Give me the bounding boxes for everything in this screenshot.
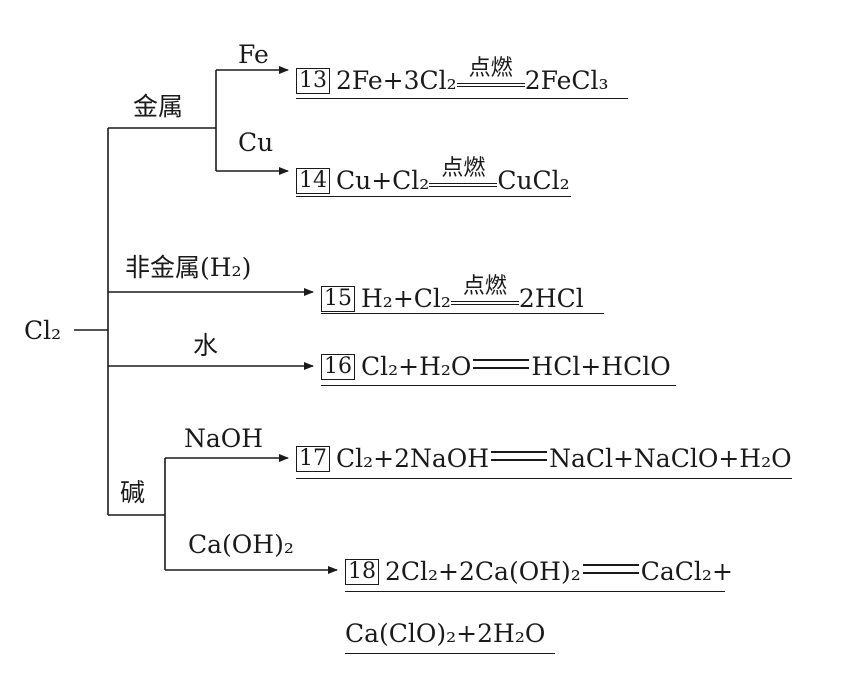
branch-label-nonmetal: 非金属(H₂) (125, 253, 252, 282)
sub-label-caoh2: Ca(OH)₂ (188, 530, 294, 559)
branch-label-water: 水 (193, 331, 219, 360)
branch-label-metal: 金属 (133, 92, 184, 121)
equation-reactants: Cl₂+2NaOH (336, 444, 490, 473)
equation-number-box: 17 (296, 446, 330, 472)
sub-label-cu: Cu (238, 128, 274, 157)
equation-number-box: 13 (296, 68, 330, 94)
answer-underline (296, 98, 628, 99)
answer-underline (296, 196, 571, 197)
equation-reactants: Cl₂+H₂O (361, 352, 472, 381)
branch-label-base: 碱 (120, 478, 146, 507)
equation-number-box: 18 (345, 559, 379, 585)
equation-products: HCl+HClO (531, 352, 671, 381)
equals-double-line (582, 564, 639, 574)
equation-products: 2FeCl₃ (524, 66, 609, 95)
equation-products: CaCl₂+ (640, 557, 733, 586)
equation-products: 2HCl (518, 284, 584, 313)
equation-18-continuation: Ca(ClO)₂+2H₂O (345, 619, 546, 648)
equation-number-box: 14 (296, 168, 330, 194)
equals-double-line (473, 359, 530, 369)
answer-underline (296, 478, 792, 479)
reaction-condition: 点燃 (450, 276, 519, 305)
equation-reactants: 2Cl₂+2Ca(OH)₂ (385, 557, 581, 586)
reaction-condition: 点燃 (456, 58, 525, 87)
sub-label-naoh: NaOH (184, 424, 264, 453)
answer-underline (321, 313, 604, 314)
equals-double-line (491, 451, 548, 461)
answer-underline (345, 653, 555, 654)
equation-reactants: 2Fe+3Cl₂ (336, 66, 457, 95)
reaction-condition: 点燃 (429, 158, 498, 187)
equation-products: NaCl+NaClO+H₂O (549, 444, 792, 473)
equation-number-box: 15 (321, 286, 355, 312)
equation-products: CuCl₂ (497, 166, 570, 195)
equation-reactants: H₂+Cl₂ (361, 284, 451, 313)
equation-number-box: 16 (321, 354, 355, 380)
answer-underline (321, 385, 676, 386)
answer-underline (345, 591, 725, 592)
root-label-cl2: Cl₂ (24, 316, 62, 345)
equation-reactants: Cu+Cl₂ (336, 166, 430, 195)
sub-label-fe: Fe (238, 40, 269, 69)
